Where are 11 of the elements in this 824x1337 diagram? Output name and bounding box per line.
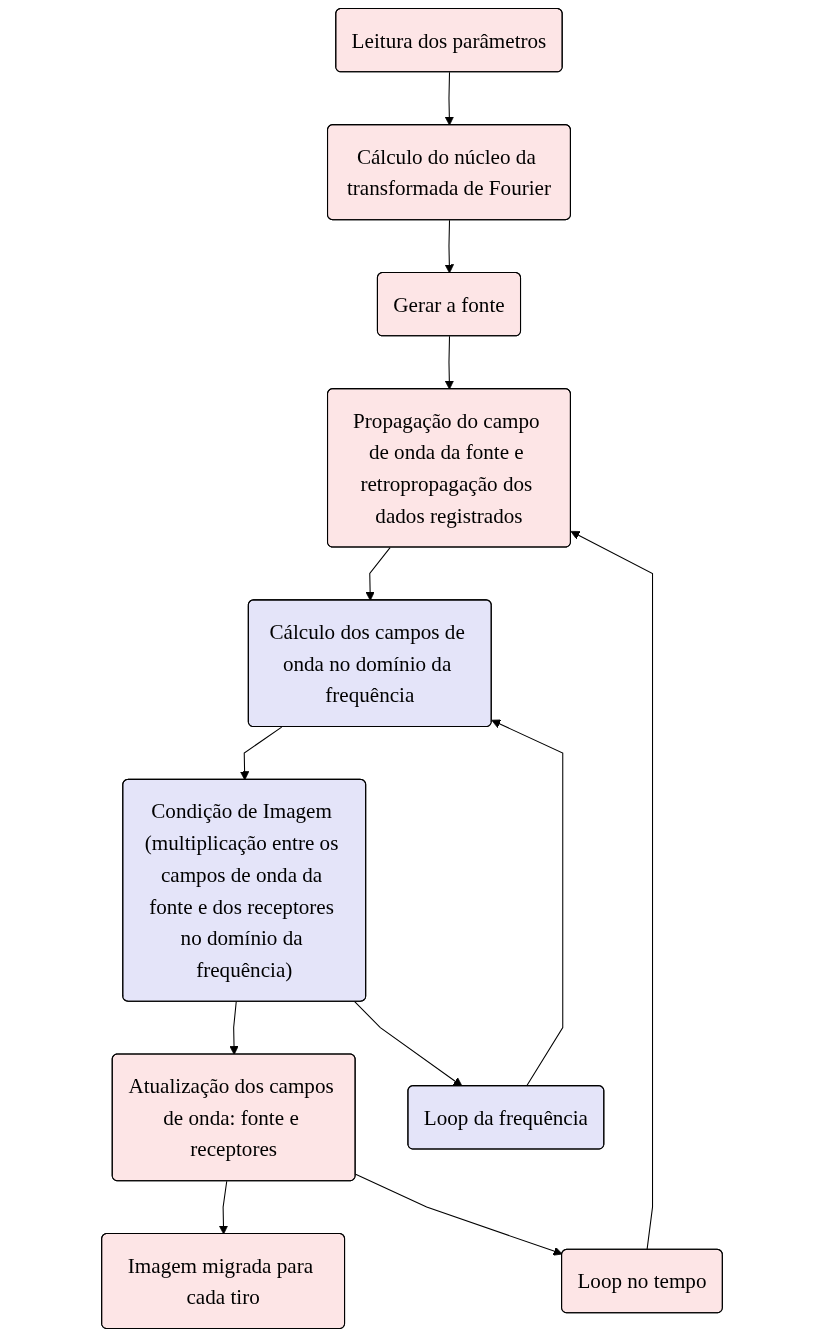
arrow [491, 719, 564, 1087]
arrow [355, 1173, 563, 1256]
arrow [239, 726, 283, 781]
arrow [218, 1180, 229, 1235]
arrow [229, 1001, 239, 1055]
arrow [354, 1001, 463, 1087]
arrow [444, 335, 454, 390]
arrow [570, 530, 654, 1251]
arrow [444, 71, 454, 126]
arrow [365, 547, 391, 601]
arrow [444, 219, 454, 274]
